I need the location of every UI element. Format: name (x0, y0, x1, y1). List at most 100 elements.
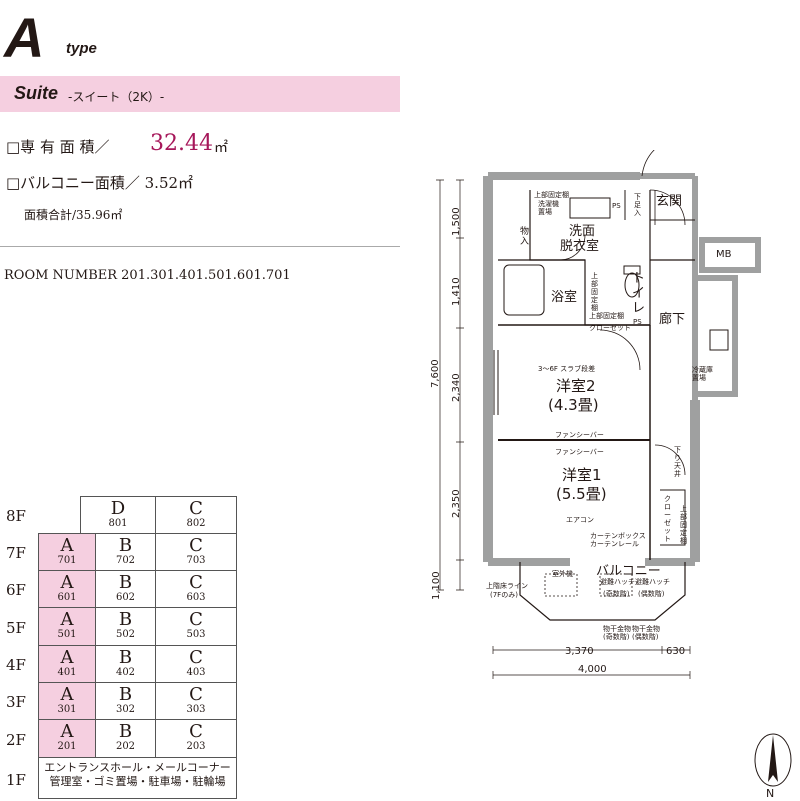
unit-number: 603 (186, 592, 206, 603)
fancy-bar-1: ファンシーバー (555, 431, 604, 439)
dim-1500: 1,500 (451, 207, 462, 236)
room-genkan: 玄関 (656, 194, 683, 209)
unit-number: 502 (115, 629, 136, 640)
unit-type: B (118, 721, 133, 742)
unit-number: 302 (115, 704, 136, 715)
unit-type: D (110, 498, 126, 519)
unit-number: 703 (186, 555, 206, 566)
unit-number: 501 (57, 629, 77, 640)
floor-label: 8F (6, 507, 26, 525)
hanger-odd: 物干金物 (603, 625, 631, 633)
north-label: N (766, 787, 775, 800)
ground-floor-line2: 管理室・ゴミ置場・駐車場・駐輪場 (49, 775, 226, 788)
room-number: ROOM NUMBER 201.301.401.501.601.701 (4, 268, 291, 283)
unit-cell: C 802 (155, 496, 237, 534)
unit-number: 602 (115, 592, 136, 603)
upper-floor-line: 上階床ライン (486, 582, 528, 590)
ground-floor-line1: エントランスホール・メールコーナー (44, 761, 231, 774)
hatch-odd-note: (奇数階) (603, 590, 630, 598)
unit-number: 203 (186, 741, 206, 752)
unit-number: 702 (115, 555, 136, 566)
fancy-bar-2: ファンシーバー (555, 448, 604, 456)
unit-type: C (189, 535, 203, 556)
unit-number: 201 (57, 741, 77, 752)
room-bath: 浴室 (551, 290, 578, 305)
washer-label: 洗濯機置場 (538, 200, 559, 216)
unit-type: B (118, 684, 133, 705)
dim-1100: 1,100 (431, 571, 442, 600)
hatch-odd: 避難ハッチ (600, 578, 635, 586)
unit-type: A (60, 572, 74, 593)
unit-type: A (60, 609, 74, 630)
suite-name: Suite (14, 83, 59, 103)
floor-plan (436, 150, 792, 787)
floor-label: 4F (6, 656, 26, 674)
unit-type: C (189, 498, 203, 519)
balcony-area: □バルコニー面積／ 3.52㎡ (6, 174, 194, 192)
suite-subtitle: -スイート（2K）- (68, 90, 165, 104)
slab-note: 3〜6F スラブ段差 (538, 365, 596, 373)
dim-3370: 3,370 (565, 646, 594, 657)
room-balcony: バルコニー (596, 564, 661, 579)
unit-number: 403 (186, 667, 206, 678)
outdoor-unit-label: 室外機 (552, 570, 573, 578)
room-toilet: トイレ (632, 271, 646, 316)
dim-4000: 4,000 (578, 664, 607, 675)
ps-label-2: PS (633, 318, 642, 326)
unit-type: B (118, 572, 133, 593)
unit-number: 402 (115, 667, 136, 678)
upper-shelf-2: 上部固定棚 (589, 312, 624, 320)
room-western-1-size: (5.5畳) (556, 485, 607, 503)
dropped-ceiling: 下り天井 (674, 446, 681, 478)
hanger-even: 物干金物 (632, 625, 660, 633)
room-western-2-size: (4.3畳) (548, 396, 599, 414)
dim-1410: 1,410 (451, 277, 462, 306)
unit-number: 801 (108, 518, 128, 529)
fridge-label: 冷蔵庫置場 (692, 366, 713, 382)
suite-bar (0, 76, 400, 112)
total-area: 面積合計/35.96㎡ (24, 208, 123, 222)
unit-number: 503 (186, 629, 206, 640)
type-letter: A (4, 6, 44, 69)
curtain-rail-label: カーテンレール (590, 540, 639, 548)
unit-type: C (189, 647, 203, 668)
unit-number: 701 (57, 555, 77, 566)
upper-shelf-3: 上部固定棚 (591, 272, 598, 312)
hanger-even-note: (偶数階) (632, 633, 659, 641)
room-dressing: 脱衣室 (560, 239, 600, 254)
dim-7600: 7,600 (430, 359, 441, 388)
dim-630: 630 (666, 646, 686, 657)
unit-number: 601 (57, 592, 77, 603)
dim-2340: 2,340 (451, 373, 462, 402)
upper-shelf-1: 上部固定棚 (534, 191, 569, 199)
aircon-label: エアコン (566, 516, 594, 524)
unit-cell: D 801 (80, 496, 156, 534)
upper-shelf-4: 上部固定棚 (680, 505, 687, 545)
unit-type: A (60, 647, 74, 668)
shoe-storage-label: 下足入 (634, 193, 641, 217)
floor-label: 7F (6, 544, 26, 562)
curtain-box-label: カーテンボックス (590, 532, 646, 540)
floor-label: 2F (6, 731, 26, 749)
exclusive-area-label: □専 有 面 積／ (6, 138, 110, 156)
unit-type: C (189, 609, 203, 630)
unit-number: 202 (115, 741, 136, 752)
unit-number: 301 (57, 704, 77, 715)
room-western-1: 洋室1 (562, 466, 602, 484)
exclusive-area-unit: ㎡ (214, 140, 228, 156)
floor-label: 5F (6, 619, 26, 637)
